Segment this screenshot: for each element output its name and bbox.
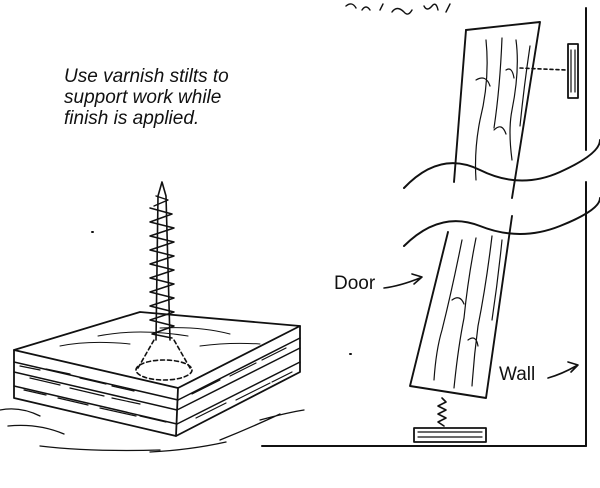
break-line-bottom (403, 197, 600, 247)
board-stack (13, 311, 301, 437)
door-upper (453, 21, 541, 199)
strike-plate (519, 43, 579, 99)
door-label: Door (334, 273, 376, 294)
break-line-top (403, 139, 600, 189)
stilt-under-door (413, 397, 487, 443)
ground-strokes-left (0, 408, 305, 453)
screw (135, 181, 193, 381)
caption: Use varnish stilts to support work while… (64, 66, 229, 129)
wall-label: Wall (499, 364, 536, 385)
cropped-text-fragment (345, 3, 451, 15)
wall (261, 7, 587, 447)
sketch-dots (91, 231, 352, 355)
door-lower (409, 215, 513, 399)
wall-arrow (547, 361, 579, 379)
door-arrow (383, 273, 423, 289)
